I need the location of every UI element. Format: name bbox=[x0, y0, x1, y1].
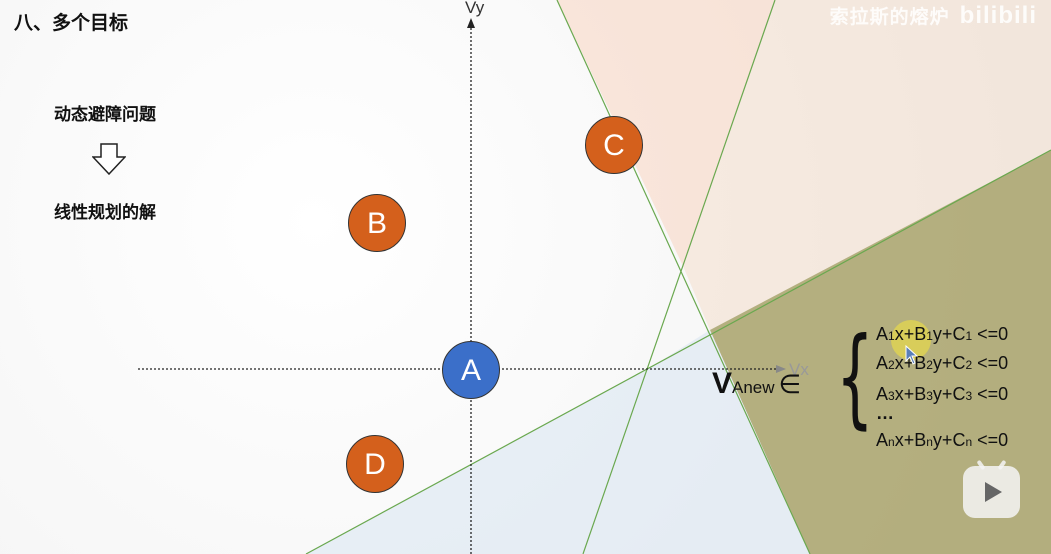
x-axis-arrow bbox=[776, 365, 786, 373]
y-axis-arrow bbox=[467, 18, 475, 28]
left-brace-icon: { bbox=[836, 315, 874, 440]
watermark: 索拉斯的熔炉 bilibili bbox=[830, 2, 1037, 30]
slide-title: 八、多个目标 bbox=[14, 12, 129, 34]
agent-b: B bbox=[348, 194, 406, 252]
region-c bbox=[557, 0, 775, 266]
play-button[interactable] bbox=[963, 459, 1020, 518]
solution-label: 线性规划的解 bbox=[54, 203, 156, 223]
bilibili-logo: bilibili bbox=[959, 2, 1037, 29]
agent-c: C bbox=[585, 116, 643, 174]
problem-label: 动态避障问题 bbox=[54, 105, 156, 125]
cursor-icon bbox=[905, 344, 919, 369]
constraint-row-3: A3x+B3y+C3 <=0 bbox=[876, 384, 1009, 404]
v-anew-label: VAnew∈ bbox=[712, 367, 801, 401]
constraint-line-3 bbox=[305, 149, 1051, 554]
v-subscript: Anew bbox=[732, 378, 775, 397]
watermark-name: 索拉斯的熔炉 bbox=[829, 6, 950, 28]
region-right-upper bbox=[683, 0, 1051, 330]
constraint-line-1 bbox=[556, 0, 811, 554]
constraint-line-2 bbox=[582, 0, 776, 554]
region-d bbox=[306, 330, 810, 554]
constraint-ellipsis: … bbox=[876, 403, 894, 423]
constraint-row-1: A1x+B1y+C1 <=0 bbox=[876, 324, 1009, 344]
element-of-symbol: ∈ bbox=[778, 369, 802, 399]
y-axis-label: Vy bbox=[465, 0, 485, 17]
v-symbol: V bbox=[712, 367, 733, 400]
play-icon bbox=[985, 482, 1002, 502]
down-arrow-icon bbox=[91, 143, 127, 179]
agent-d: D bbox=[346, 435, 404, 493]
constraint-row-n: Anx+Bny+Cn <=0 bbox=[876, 430, 1009, 450]
constraint-row-2: A2x+B2y+C2 <=0 bbox=[876, 353, 1009, 373]
x-axis-label: Vx bbox=[789, 360, 809, 379]
agent-a: A bbox=[442, 341, 500, 399]
region-olive bbox=[710, 150, 1051, 554]
